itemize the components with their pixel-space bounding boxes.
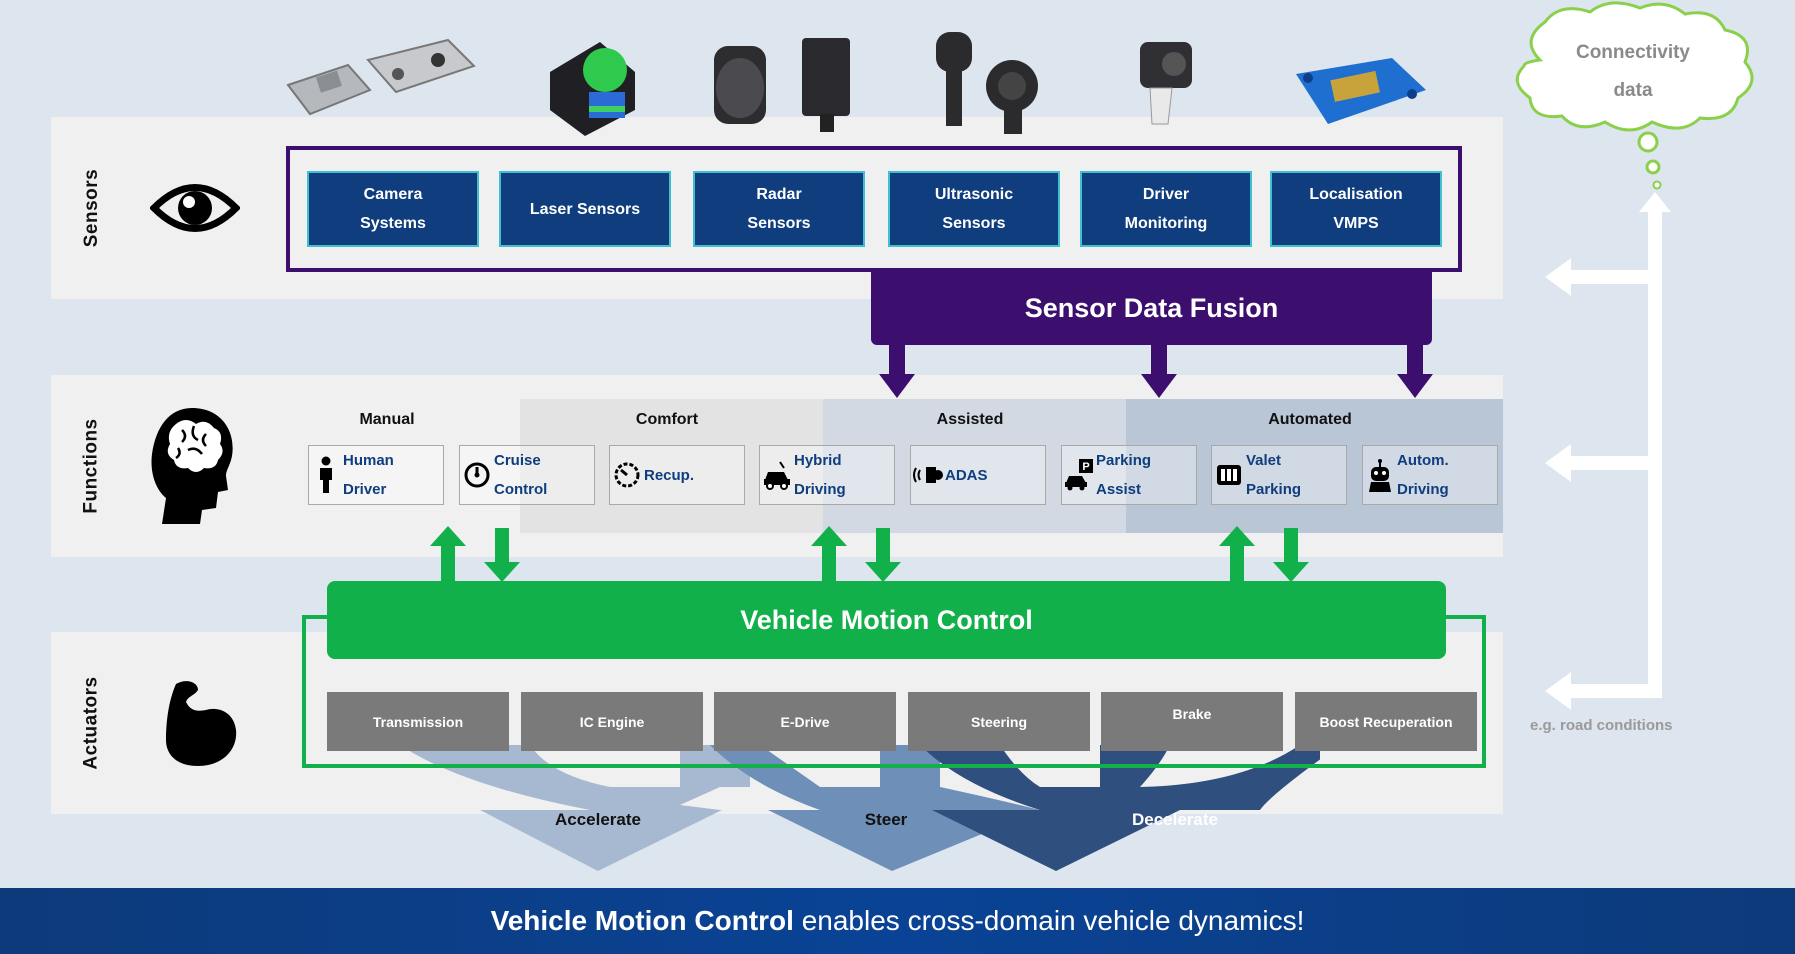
actuator-boost-recuperation[interactable]: Boost Recuperation xyxy=(1295,692,1477,751)
function-parking-assist[interactable]: P Parking Assist xyxy=(1061,445,1197,505)
road-conditions-note: e.g. road conditions xyxy=(1530,717,1673,734)
sensors-layer-label: Sensors xyxy=(81,168,103,248)
sensor-camera-systems[interactable]: Camera Systems xyxy=(307,171,479,247)
speedometer-icon xyxy=(460,461,494,489)
sensor-radar-sensors[interactable]: Radar Sensors xyxy=(693,171,865,247)
robot-driver-icon xyxy=(1363,458,1397,492)
function-autom-driving[interactable]: Autom. Driving xyxy=(1362,445,1498,505)
radar-sensors-image xyxy=(714,38,850,132)
actuator-e-drive[interactable]: E-Drive xyxy=(714,692,896,751)
function-hybrid-driving[interactable]: Hybrid Driving xyxy=(759,445,895,505)
recuperation-gauge-icon xyxy=(610,461,644,489)
parking-car-icon: P xyxy=(1062,459,1096,491)
sensor-localisation-vmps[interactable]: Localisation VMPS xyxy=(1270,171,1442,247)
footer-rest-text: enables cross-domain vehicle dynamics! xyxy=(793,905,1305,936)
flexed-arm-icon xyxy=(166,681,237,766)
adas-sensor-icon xyxy=(911,462,945,488)
zone-title-automated: Automated xyxy=(1268,411,1352,428)
connectivity-cloud xyxy=(1515,1,1754,190)
laser-sensor-image xyxy=(550,42,635,136)
actuator-transmission[interactable]: Transmission xyxy=(327,692,509,751)
sensor-driver-monitoring[interactable]: Driver Monitoring xyxy=(1080,171,1252,247)
footer-bold-text: Vehicle Motion Control xyxy=(490,905,794,936)
vehicle-motion-control[interactable]: Vehicle Motion Control xyxy=(327,581,1446,659)
function-human-driver[interactable]: Human Driver xyxy=(308,445,444,505)
person-icon xyxy=(309,456,343,494)
outcome-steer: Steer xyxy=(864,810,908,829)
svg-text:P: P xyxy=(1082,461,1089,473)
actuators-layer-label: Actuators xyxy=(81,676,102,770)
valet-parking-icon xyxy=(1212,463,1246,487)
automated-zone xyxy=(1126,399,1503,533)
hybrid-car-icon xyxy=(760,460,794,490)
localisation-vmps-image xyxy=(1296,58,1426,124)
sensor-laser-sensors[interactable]: Laser Sensors xyxy=(499,171,671,247)
actuator-steering[interactable]: Steering xyxy=(908,692,1090,751)
vmc-function-arrows xyxy=(430,526,1309,584)
sensors-frame xyxy=(286,146,1462,272)
assisted-zone xyxy=(823,399,1126,533)
fusion-down-arrows xyxy=(879,340,1433,398)
sensor-data-fusion[interactable]: Sensor Data Fusion xyxy=(871,272,1432,345)
ultrasonic-sensors-image xyxy=(936,32,1038,134)
zone-title-assisted: Assisted xyxy=(936,411,1004,428)
connectivity-cloud-text: Connectivity data xyxy=(1575,42,1691,101)
actuator-ic-engine[interactable]: IC Engine xyxy=(521,692,703,751)
functions-layer-label: Functions xyxy=(81,418,102,514)
actuator-brake[interactable]: Brake xyxy=(1101,692,1283,751)
zone-title-manual: Manual xyxy=(359,411,415,428)
comfort-zone xyxy=(520,399,824,533)
camera-sensors-image xyxy=(286,38,476,116)
actuator-flow-arrows xyxy=(400,745,1320,871)
connectivity-arrows xyxy=(1545,192,1671,710)
brain-head-icon xyxy=(151,408,233,524)
function-adas[interactable]: ADAS xyxy=(910,445,1046,505)
eye-icon xyxy=(150,184,240,232)
outcome-decelerate: Decelerate xyxy=(1131,810,1218,829)
sensor-ultrasonic-sensors[interactable]: Ultrasonic Sensors xyxy=(888,171,1060,247)
outcome-accelerate: Accelerate xyxy=(554,810,641,829)
function-recup[interactable]: Recup. xyxy=(609,445,745,505)
zone-title-comfort: Comfort xyxy=(635,411,699,428)
footer-banner: Vehicle Motion Control enables cross-dom… xyxy=(0,888,1795,954)
function-valet-parking[interactable]: Valet Parking xyxy=(1211,445,1347,505)
function-cruise-control[interactable]: Cruise Control xyxy=(459,445,595,505)
driver-monitoring-image xyxy=(1140,42,1192,125)
